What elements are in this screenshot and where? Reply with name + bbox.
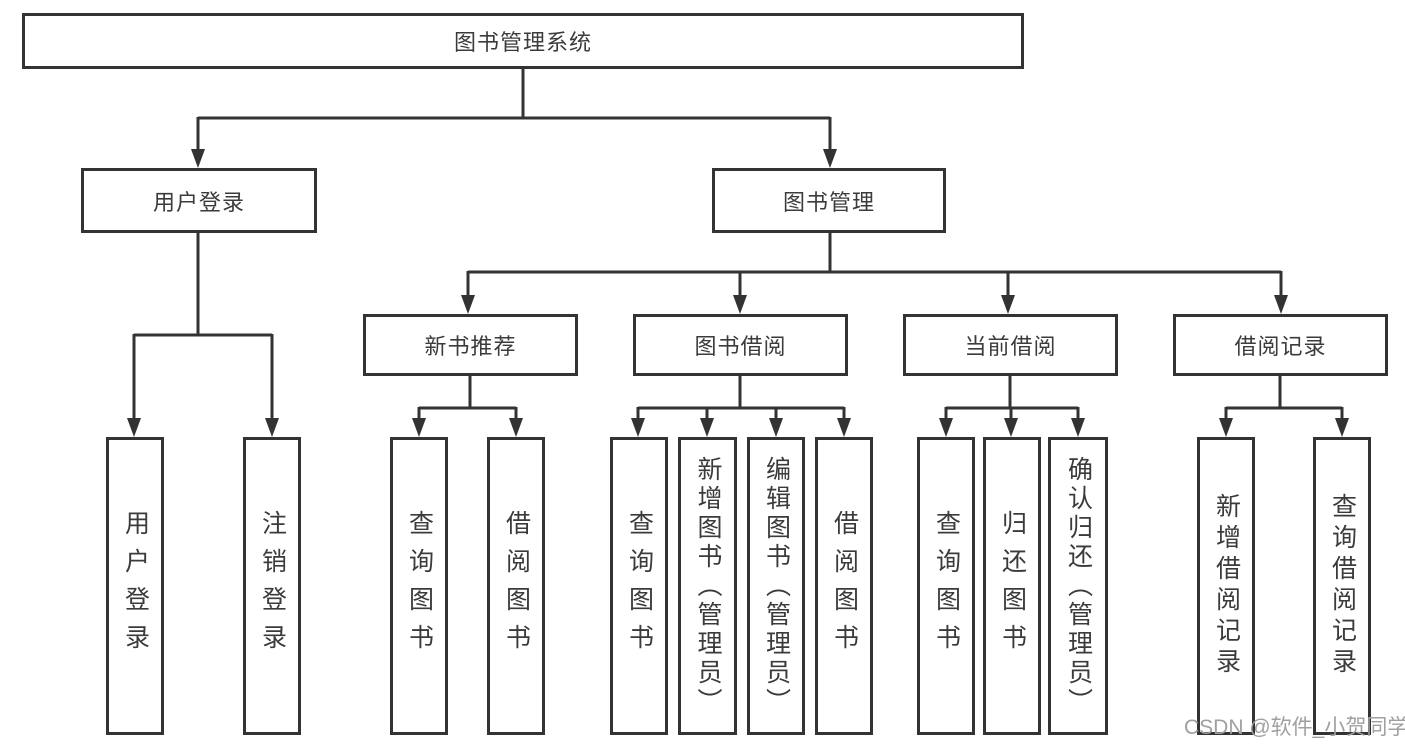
node-book-borrow-label: 图书借阅 [694, 334, 787, 359]
node-current-borrow-label: 当前借阅 [964, 334, 1057, 359]
leaf-confirm-return-admin-label: 确认归还（管理员） [1064, 455, 1093, 717]
leaf-query-borrow-record: 查询借阅记录 [1313, 437, 1371, 735]
leaf-query-books-recommend-label: 查询图书 [405, 510, 434, 662]
leaf-logout-label: 注销登录 [258, 510, 287, 662]
node-book-borrow: 图书借阅 [633, 314, 848, 376]
node-current-borrow: 当前借阅 [903, 314, 1118, 376]
leaf-query-books-current-label: 查询图书 [932, 510, 961, 662]
csdn-watermark: CSDN @软件_小贺同学 [1184, 716, 1405, 739]
leaf-borrow-books-label: 借阅图书 [830, 510, 859, 662]
leaf-edit-books-admin-label: 编辑图书（管理员） [762, 455, 791, 717]
leaf-user-login-label: 用户登录 [121, 510, 150, 662]
leaf-confirm-return-admin: 确认归还（管理员） [1048, 437, 1108, 735]
node-root: 图书管理系统 [22, 13, 1024, 69]
node-new-book-recommend-label: 新书推荐 [424, 334, 517, 359]
leaf-user-login: 用户登录 [106, 437, 164, 735]
leaf-query-books-current: 查询图书 [917, 437, 975, 735]
leaf-logout: 注销登录 [243, 437, 301, 735]
node-user-login-label: 用户登录 [152, 189, 245, 215]
leaf-query-borrow-record-label: 查询借阅记录 [1328, 493, 1357, 679]
leaf-add-books-admin-label: 新增图书（管理员） [694, 455, 722, 717]
leaf-borrow-books-recommend: 借阅图书 [487, 437, 545, 735]
leaf-query-books-borrow-label: 查询图书 [625, 510, 654, 662]
leaf-add-borrow-record: 新增借阅记录 [1197, 437, 1255, 735]
node-user-login: 用户登录 [81, 168, 317, 233]
leaf-add-books-admin: 新增图书（管理员） [678, 437, 737, 735]
leaf-query-books-recommend: 查询图书 [390, 437, 448, 735]
node-borrow-records: 借阅记录 [1173, 314, 1388, 376]
leaf-edit-books-admin: 编辑图书（管理员） [747, 437, 805, 735]
leaf-borrow-books-recommend-label: 借阅图书 [502, 510, 531, 662]
leaf-query-books-borrow: 查询图书 [610, 437, 668, 735]
node-book-management-label: 图书管理 [782, 189, 875, 215]
node-root-label: 图书管理系统 [453, 30, 592, 55]
leaf-add-borrow-record-label: 新增借阅记录 [1212, 493, 1241, 679]
leaf-return-books: 归还图书 [983, 437, 1041, 735]
node-new-book-recommend: 新书推荐 [363, 314, 578, 376]
leaf-borrow-books: 借阅图书 [815, 437, 873, 735]
leaf-return-books-label: 归还图书 [998, 510, 1027, 662]
node-book-management: 图书管理 [712, 168, 946, 233]
node-borrow-records-label: 借阅记录 [1234, 334, 1327, 359]
